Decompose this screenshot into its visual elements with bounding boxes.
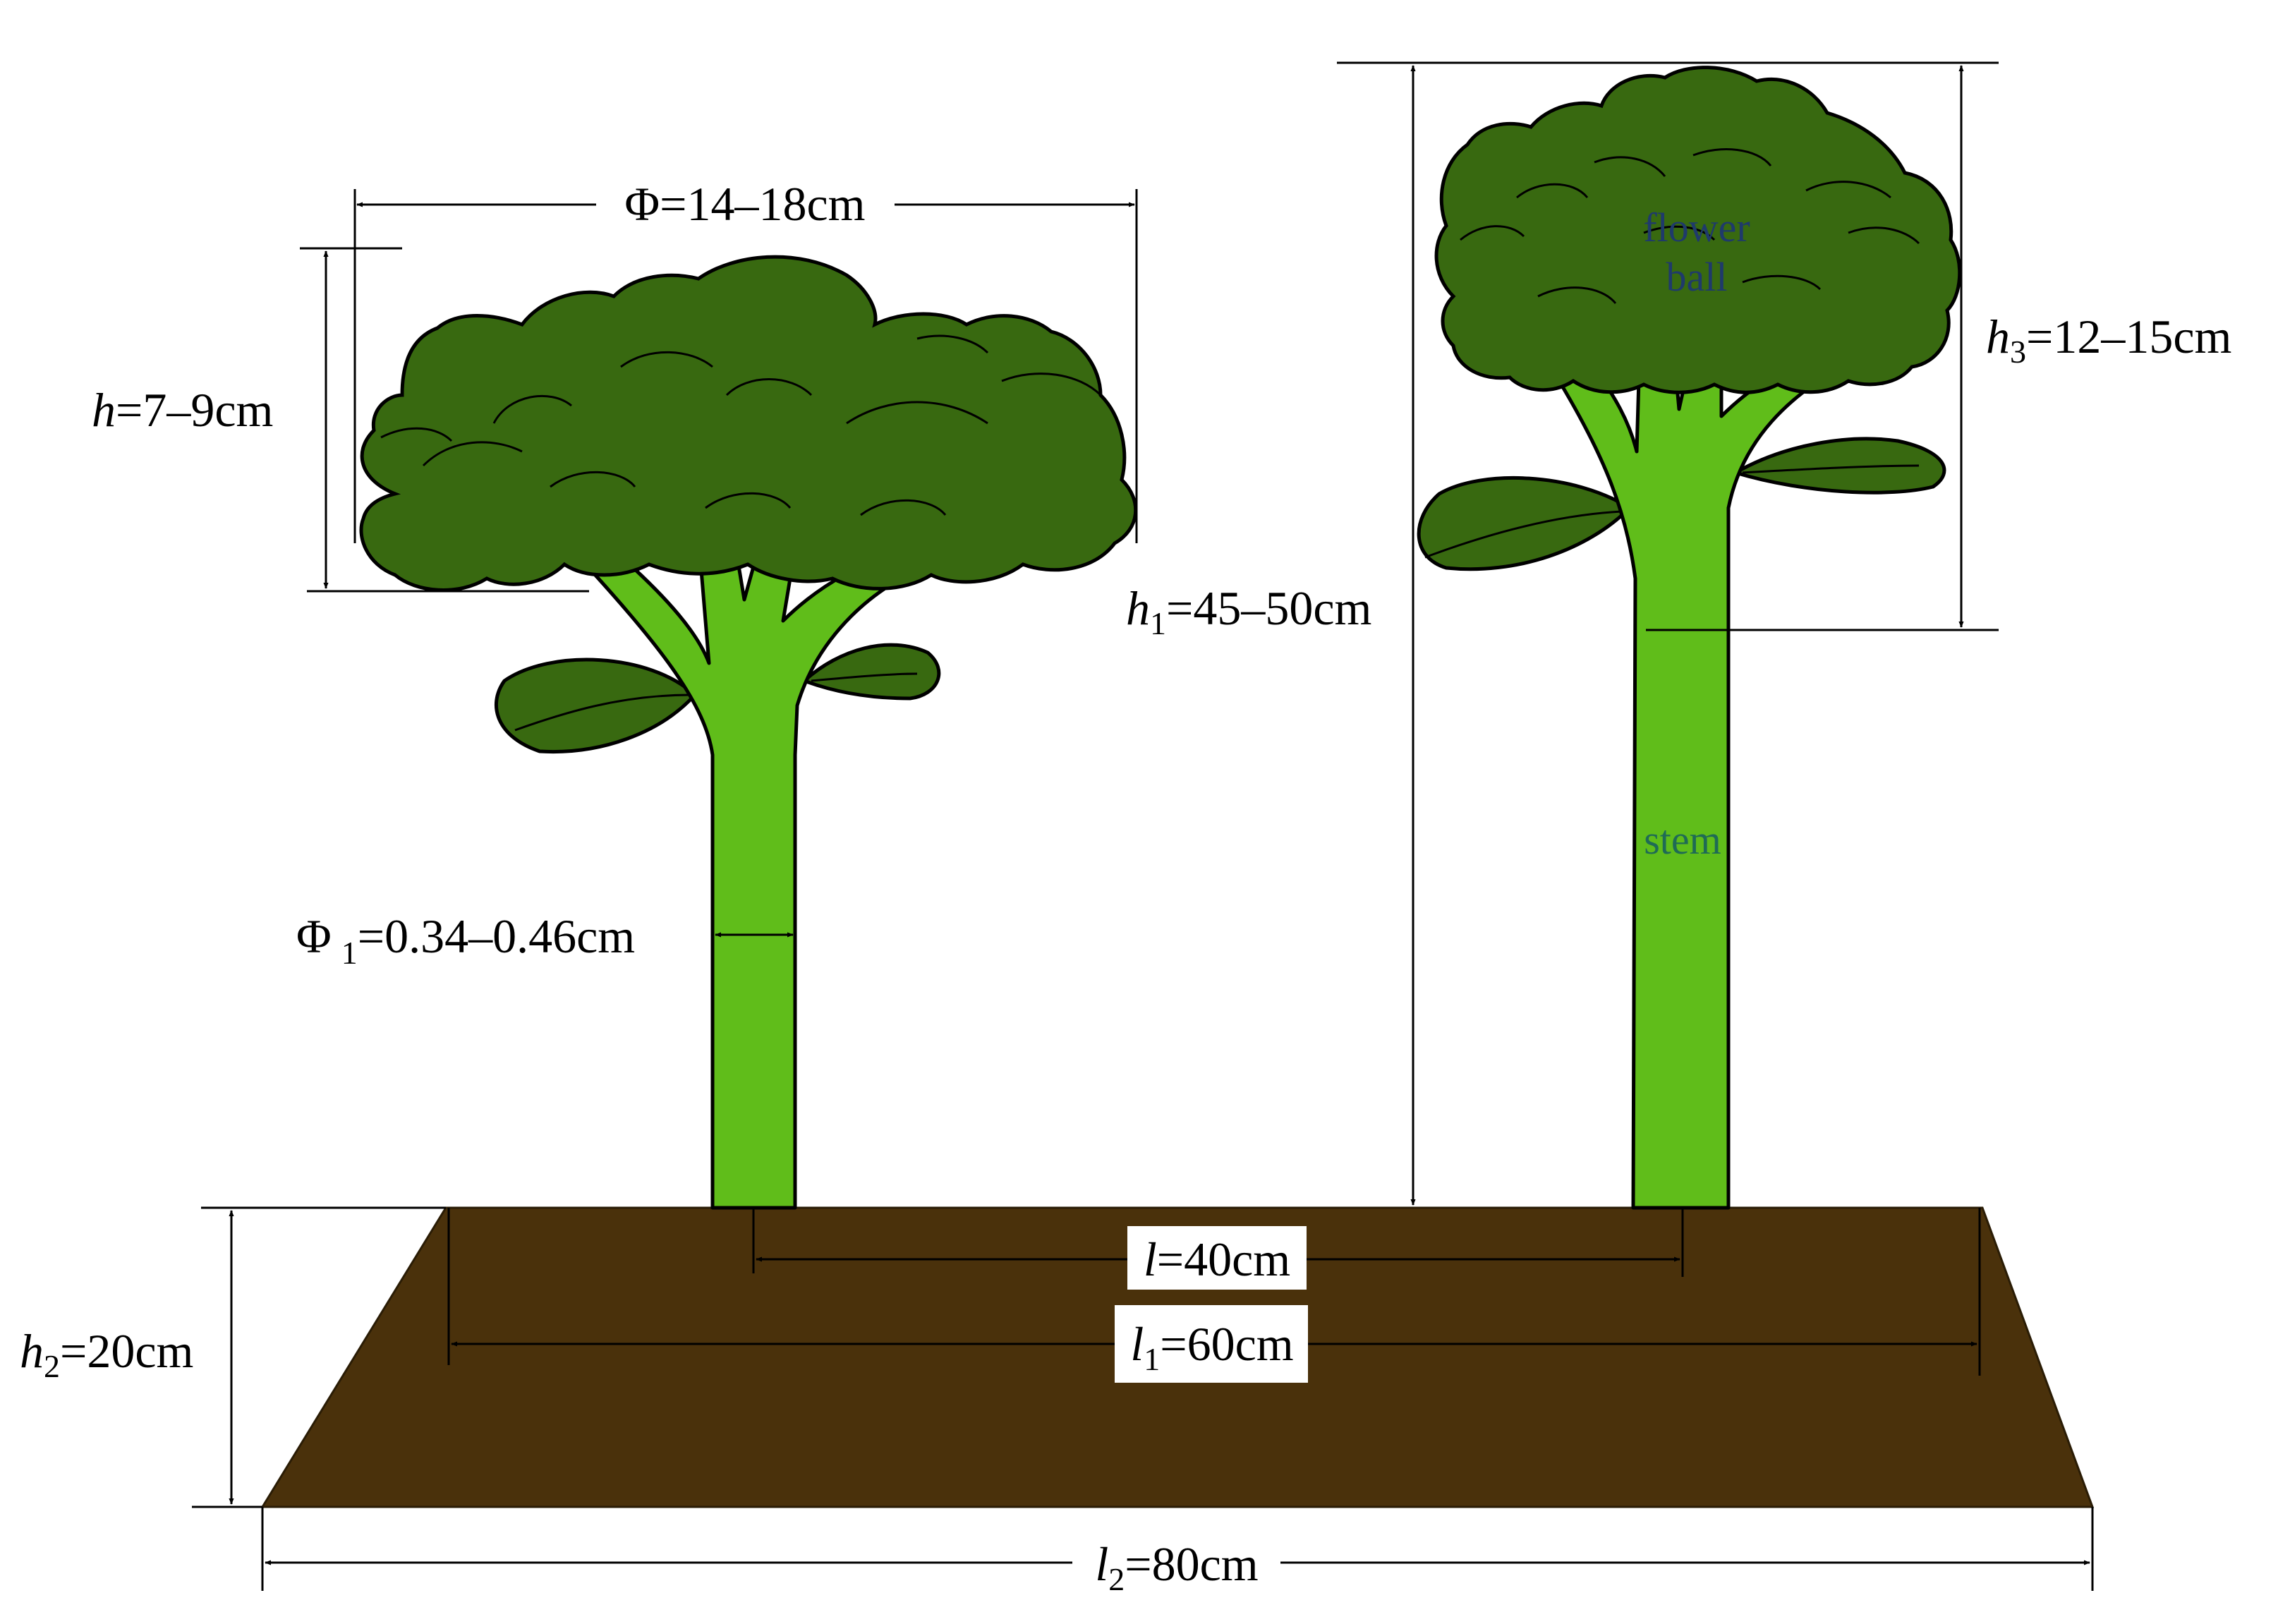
plant-height-label: h1=45–50cm: [1126, 581, 1371, 641]
crown-diameter-label: Φ=14–18cm: [624, 177, 865, 231]
left-plant-stem: [583, 534, 933, 1210]
flower-ball-label-line2: ball: [1666, 254, 1728, 300]
bed-top-width-dimension: l1=60cm: [447, 1208, 1981, 1383]
bed-bottom-width-dimension: l2=80cm: [261, 1507, 2094, 1597]
stem-label: stem: [1644, 817, 1721, 863]
right-broccoli-plant: [1417, 66, 1962, 1210]
flower-ball-label-line1: flower: [1643, 205, 1750, 250]
crown-diameter-dimension: Φ=14–18cm: [353, 177, 1138, 543]
plant-spacing-dimension: l=40cm: [752, 1208, 1684, 1290]
right-plant-leaf-left: [1417, 475, 1632, 571]
bed-top-width-label: l1=60cm: [1130, 1317, 1293, 1377]
left-plant-crown: [359, 255, 1138, 592]
plant-height-dimension: h1=45–50cm: [1126, 61, 1999, 1206]
head-height-dimension: h3=12–15cm: [1646, 65, 2231, 631]
bed-height-label: h2=20cm: [20, 1324, 193, 1384]
bed-top-width-label-bg: [1115, 1305, 1308, 1383]
crown-height-dimension: h=7–9cm: [92, 247, 589, 593]
plant-spacing-label-bg: [1127, 1226, 1307, 1290]
bed-bottom-width-label: l2=80cm: [1095, 1537, 1258, 1597]
left-broccoli-plant: [359, 255, 1138, 1210]
left-plant-leaf-right: [801, 643, 941, 701]
head-height-label: h3=12–15cm: [1986, 310, 2231, 370]
crown-height-label: h=7–9cm: [92, 383, 273, 437]
right-plant-leaf-right: [1731, 437, 1946, 495]
bed-height-dimension: h2=20cm: [20, 1206, 446, 1508]
plant-spacing-label: l=40cm: [1144, 1232, 1290, 1286]
